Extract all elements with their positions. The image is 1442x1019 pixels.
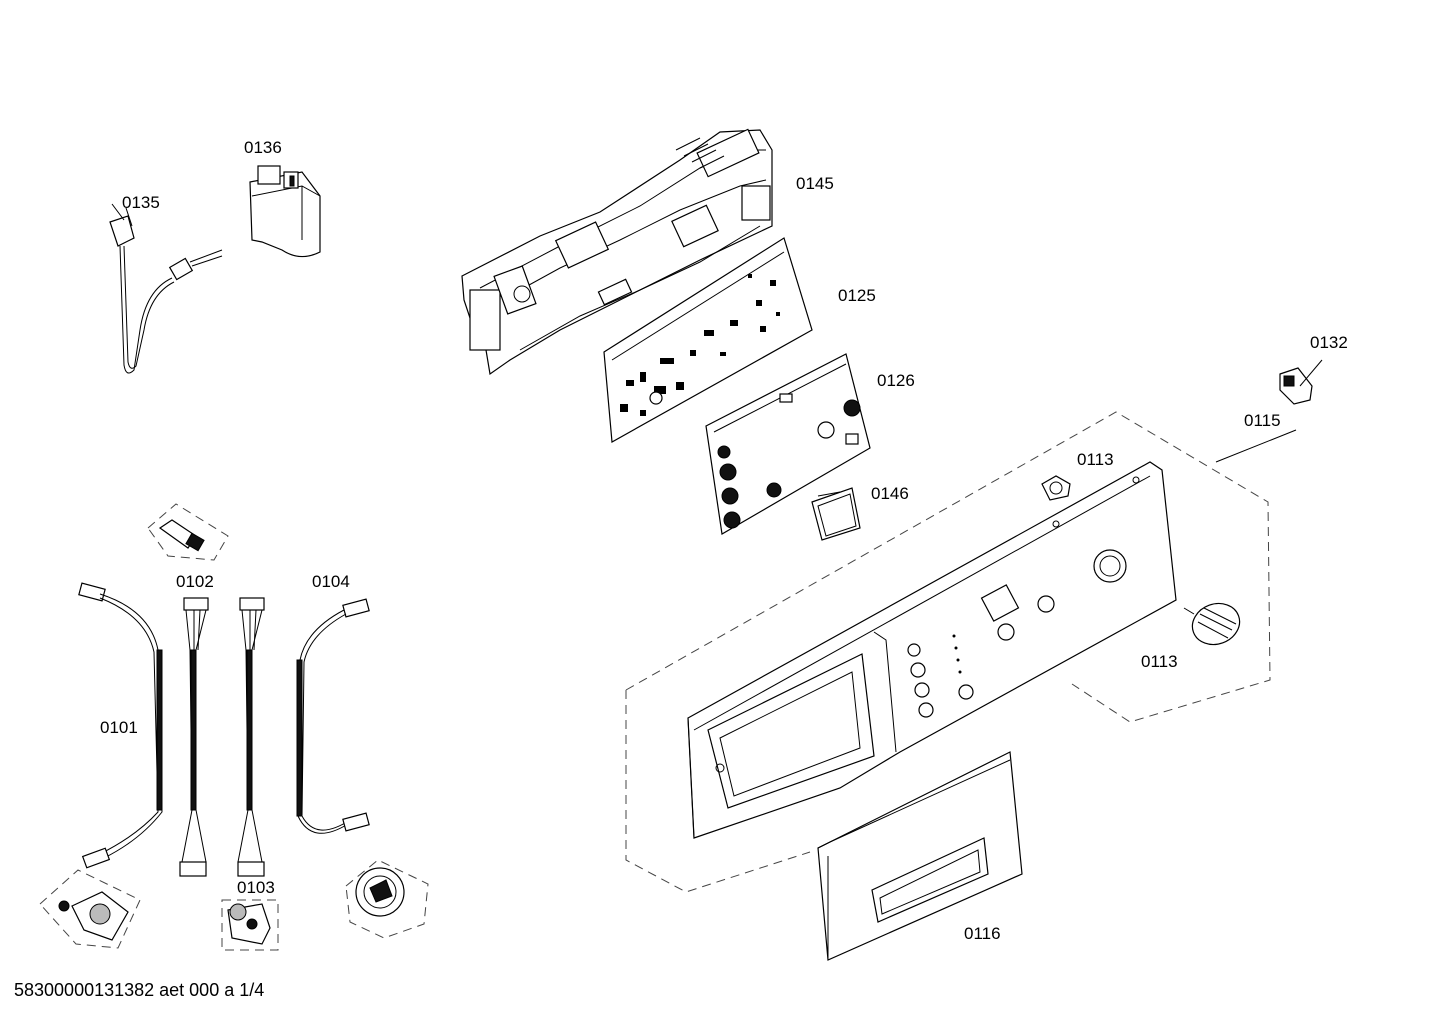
part-0145-control-housing: [461, 128, 773, 376]
label-0146: 0146: [871, 484, 909, 503]
label-0126: 0126: [877, 371, 915, 390]
label-0102: 0102: [176, 572, 214, 591]
part-0132-clip: [1279, 367, 1313, 405]
part-valve-bottom-left: [39, 869, 141, 949]
part-0113-knob: [1183, 602, 1241, 646]
part-0104-harness: [296, 598, 370, 834]
leader-lines: [817, 359, 1323, 497]
part-0135-power-cable: [109, 203, 223, 374]
part-0136-filter: [249, 165, 321, 258]
part-pressure-switch: [345, 859, 429, 939]
label-0113-knob: 0113: [1141, 652, 1178, 671]
part-0115-control-panel: [687, 461, 1177, 839]
label-0103: 0103: [237, 878, 275, 897]
label-0101: 0101: [100, 718, 138, 737]
label-0113-insert: 0113: [1077, 450, 1114, 469]
part-0103-harness: [237, 597, 265, 877]
part-0101-harness: [78, 582, 163, 869]
label-0136: 0136: [244, 138, 282, 157]
label-0145: 0145: [796, 174, 834, 193]
label-0135: 0135: [122, 193, 160, 212]
group-outline-0115: [625, 411, 1271, 893]
label-0115: 0115: [1244, 411, 1281, 430]
part-0113-knob-insert: [1041, 475, 1071, 501]
label-0132: 0132: [1310, 333, 1348, 352]
label-0125: 0125: [838, 286, 876, 305]
part-0116-drawer-handle: [817, 751, 1023, 961]
part-0125-main-pcb: [603, 237, 813, 443]
label-0104: 0104: [312, 572, 350, 591]
diagram-footer-code: 58300000131382 aet 000 a 1/4: [14, 980, 265, 1000]
part-0126-display-pcb: [705, 353, 871, 535]
part-0102-harness: [179, 597, 209, 877]
part-sensor-top: [147, 503, 229, 561]
part-component-0103: [221, 899, 279, 951]
label-0116: 0116: [964, 924, 1001, 943]
